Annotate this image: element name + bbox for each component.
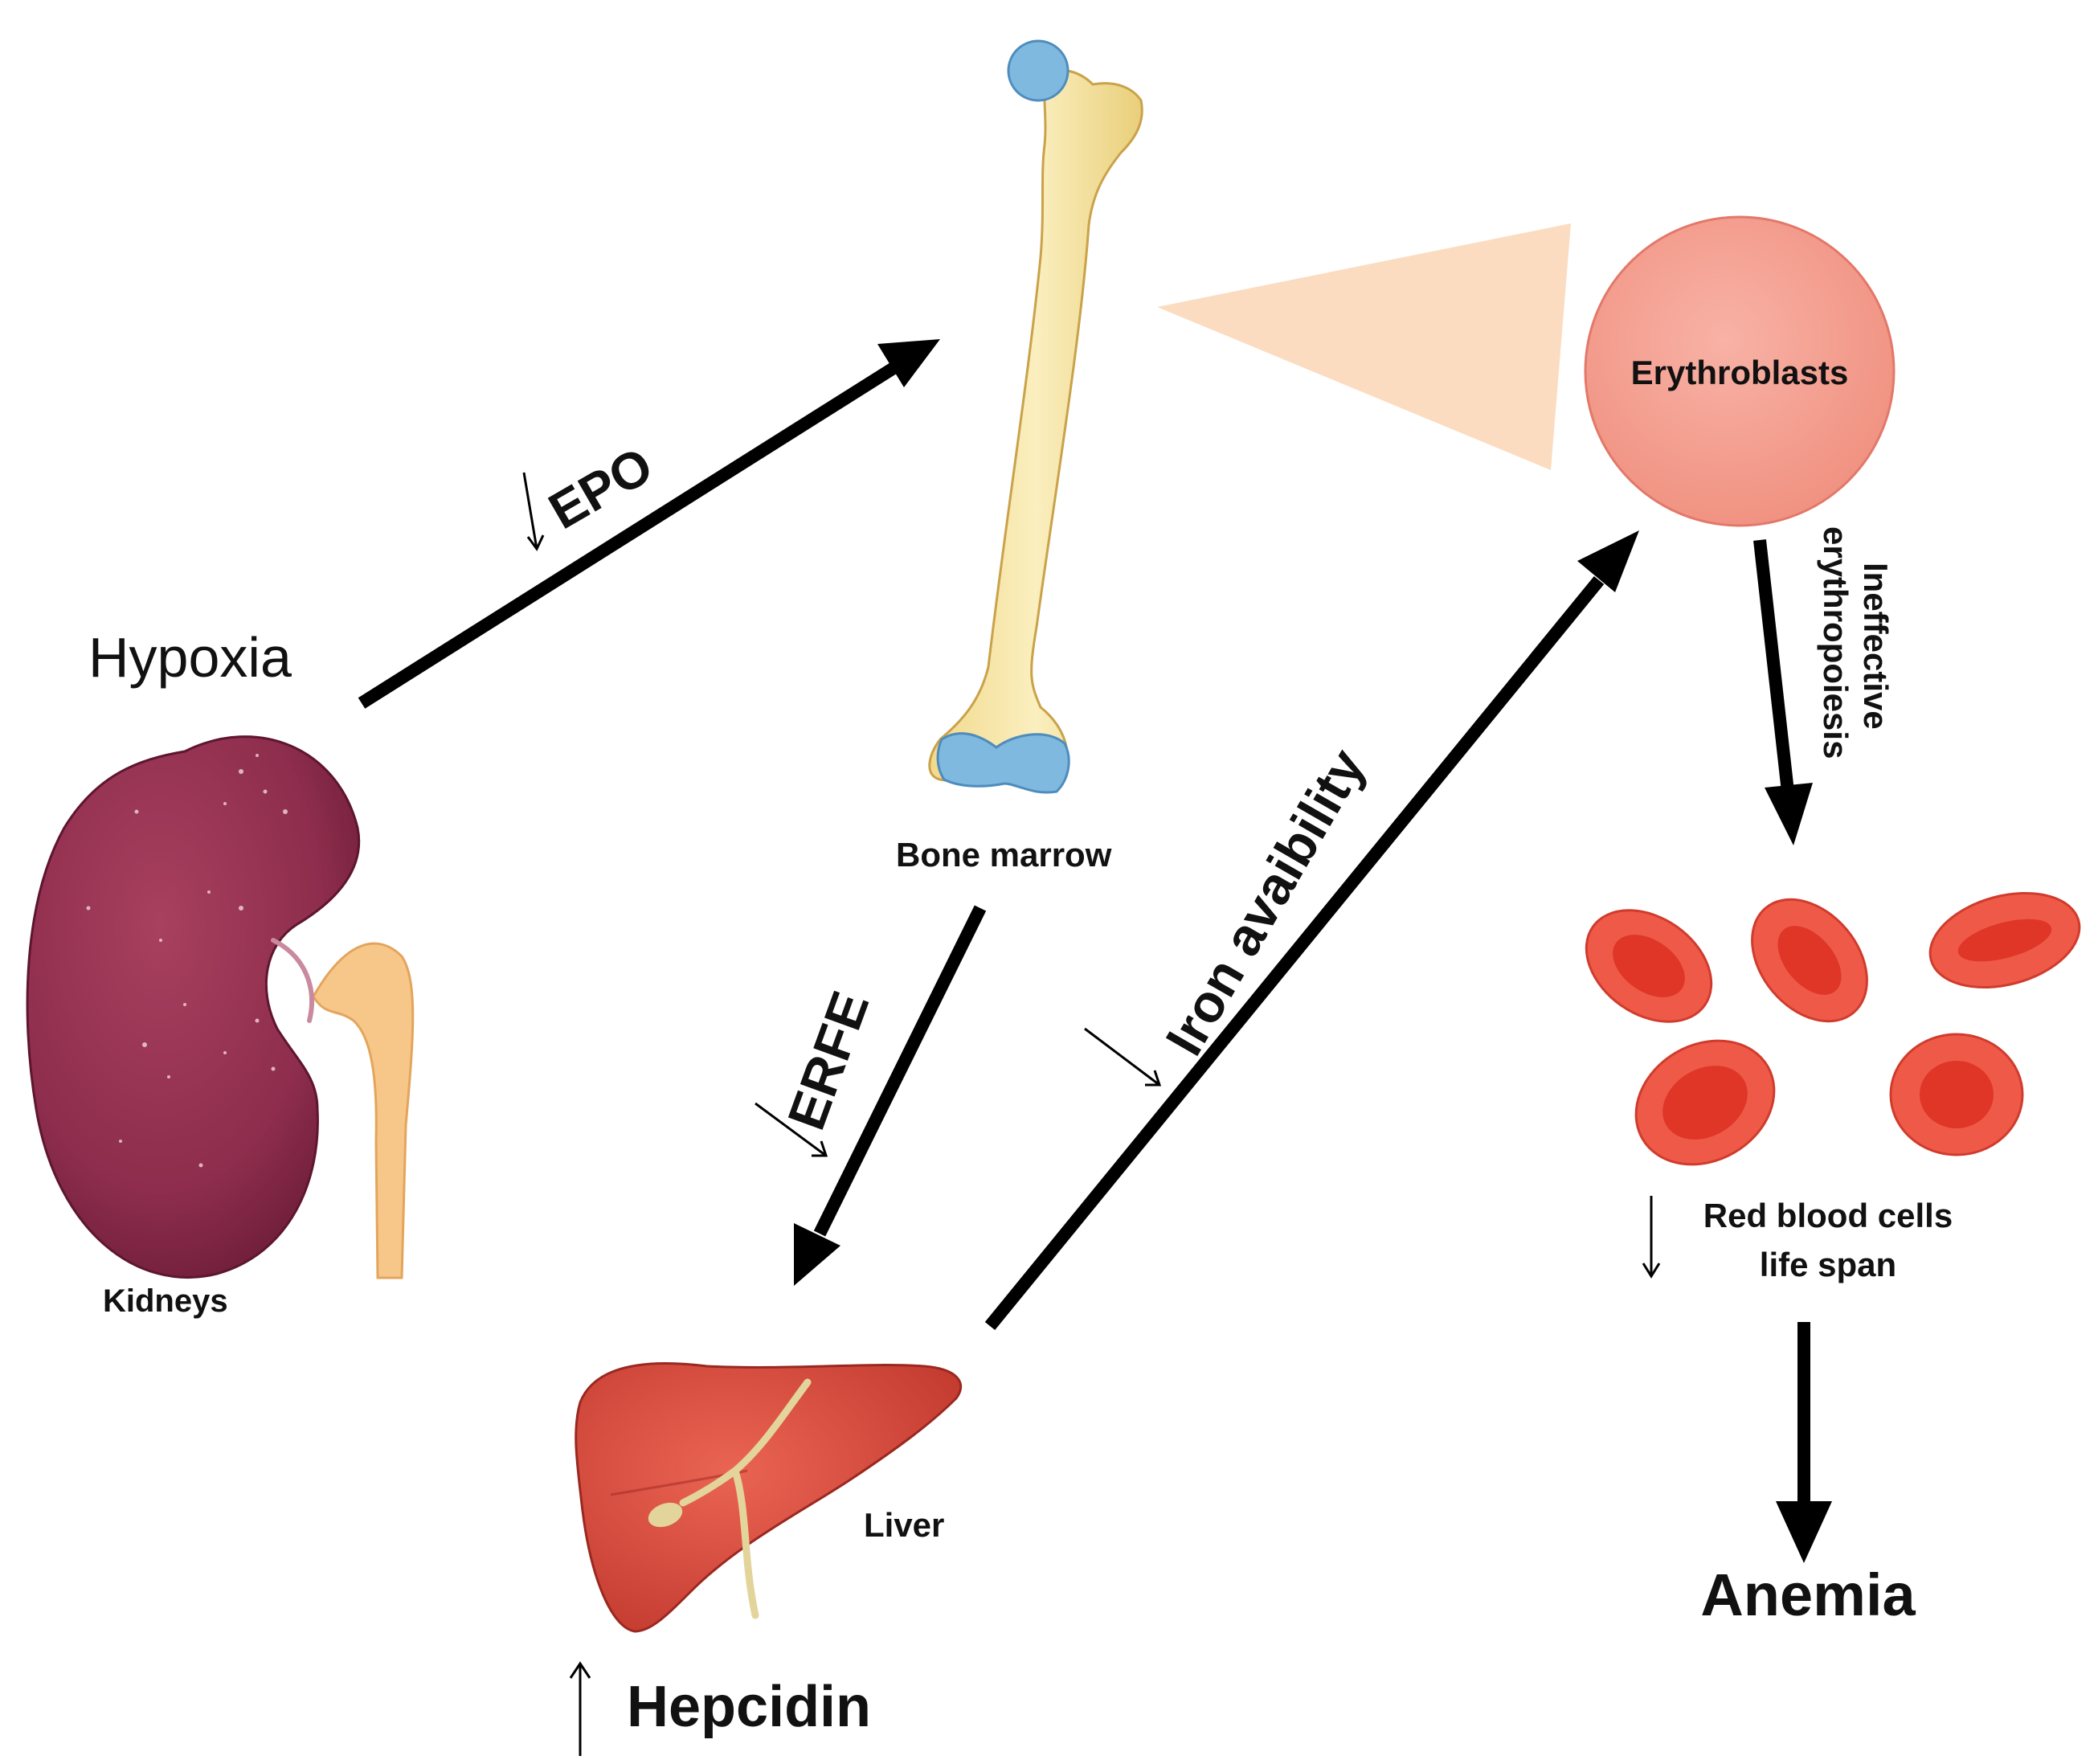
liver-icon (575, 1361, 963, 1633)
arrow-erfe (813, 905, 987, 1237)
red-blood-cell-icon (1585, 891, 2081, 1166)
decrease-arrow-epo (522, 472, 545, 551)
liver-label: Liver (864, 1506, 944, 1544)
erfe-label: ERFE (776, 984, 881, 1137)
hepcidin-label: Hepcidin (627, 1675, 871, 1739)
arrow-epo (358, 362, 898, 709)
arrowhead-iron (1577, 530, 1639, 592)
kidneys-label: Kidneys (103, 1283, 228, 1319)
arrow-iron (984, 575, 1605, 1331)
rbc-label-line1: Red blood cells (1703, 1197, 1953, 1234)
indicator-arrows (522, 472, 1661, 1756)
arrowhead-epo (877, 339, 940, 387)
arrows (358, 362, 1810, 1507)
arrowhead-anemia (1776, 1501, 1832, 1563)
decrease-arrow-erfe (755, 1102, 828, 1157)
decrease-arrow-iron (1084, 1027, 1162, 1087)
hypoxia-label: Hypoxia (88, 626, 292, 689)
increase-arrow-hepcidin (569, 1661, 591, 1756)
marrow-wedge (1157, 223, 1571, 470)
arrowhead-erfe (794, 1223, 840, 1286)
rbc-label-line2: life span (1760, 1246, 1896, 1283)
decrease-arrow-rbc (1642, 1196, 1661, 1279)
bone-icon (928, 39, 1143, 794)
erythroblasts-label: Erythroblasts (1631, 354, 1849, 391)
kidney-icon (26, 735, 415, 1279)
arrowhead-ineffective (1765, 783, 1813, 845)
erythroblast-icon (1584, 215, 1896, 527)
arrow-ineffective (1753, 539, 1794, 792)
bone-marrow-label: Bone marrow (896, 836, 1112, 874)
anemia-label: Anemia (1700, 1561, 1916, 1628)
ineffective-label-line1: Ineffective (1857, 563, 1895, 730)
ineffective-label-line2: erythropoiesis (1817, 526, 1855, 759)
